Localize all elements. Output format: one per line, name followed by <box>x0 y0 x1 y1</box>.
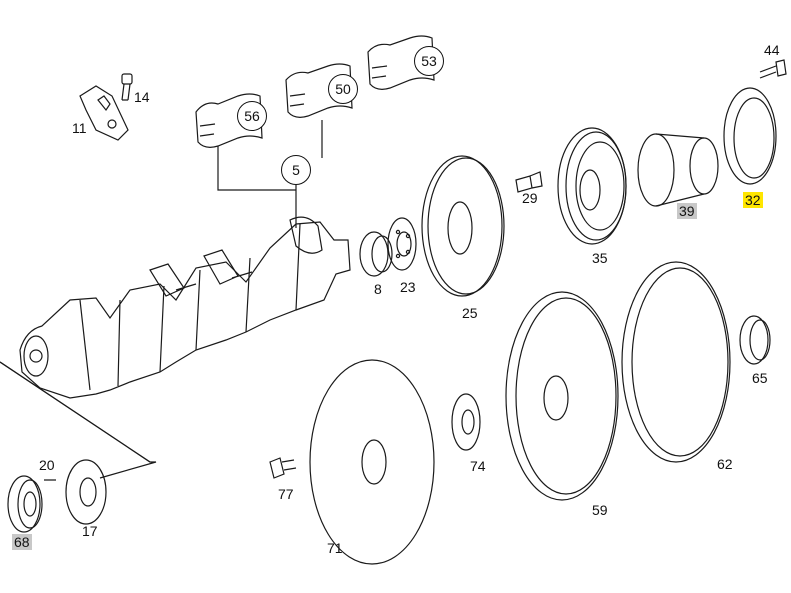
part-35-pulley <box>558 128 626 244</box>
label-part-29: 29 <box>522 190 538 206</box>
label-part-71: 71 <box>327 540 343 556</box>
part-44-bolt <box>760 60 786 78</box>
part-62-ring-gear <box>622 262 730 462</box>
bearing-shell-53 <box>368 36 434 89</box>
label-part-32: 32 <box>743 192 763 208</box>
crankshaft <box>0 217 350 462</box>
circled-label-56: 56 <box>237 101 267 131</box>
label-part-25: 25 <box>462 305 478 321</box>
circled-label-50: 50 <box>328 74 358 104</box>
part-20-callout-lines <box>0 362 156 480</box>
label-part-65: 65 <box>752 370 768 386</box>
part-39-hub <box>638 134 718 206</box>
label-part-59: 59 <box>592 502 608 518</box>
label-part-8: 8 <box>374 281 382 297</box>
bearing-shell-56 <box>196 94 262 147</box>
part-74-plate <box>452 394 480 450</box>
part-11-shape <box>80 86 128 140</box>
part-25-disc <box>422 156 504 296</box>
part-32-ring <box>724 88 776 184</box>
part-23-plate <box>388 218 416 270</box>
bearing-shell-50 <box>286 64 352 117</box>
part-8-ring <box>360 232 392 276</box>
circled-label-53: 53 <box>414 46 444 76</box>
part-17-gear <box>66 460 106 524</box>
label-part-44: 44 <box>764 42 780 58</box>
part-65-sleeve <box>740 316 770 364</box>
part-68-bearing <box>8 476 42 532</box>
label-part-68: 68 <box>12 534 32 550</box>
label-part-20: 20 <box>39 457 55 473</box>
label-part-11: 11 <box>72 120 87 136</box>
label-part-17: 17 <box>82 523 98 539</box>
part-77-bolt <box>270 458 296 478</box>
label-part-23: 23 <box>400 279 416 295</box>
part-59-flywheel <box>506 292 618 500</box>
part-14-bolt <box>122 74 132 100</box>
label-part-35: 35 <box>592 250 608 266</box>
label-part-77: 77 <box>278 486 294 502</box>
circled-label-5: 5 <box>281 155 311 185</box>
part-29-bolt <box>516 172 542 192</box>
label-part-39: 39 <box>677 203 697 219</box>
callout-bracket-5 <box>218 120 322 228</box>
part-71-flexplate <box>310 360 434 564</box>
label-part-62: 62 <box>717 456 733 472</box>
label-part-74: 74 <box>470 458 486 474</box>
label-part-14: 14 <box>134 89 150 105</box>
